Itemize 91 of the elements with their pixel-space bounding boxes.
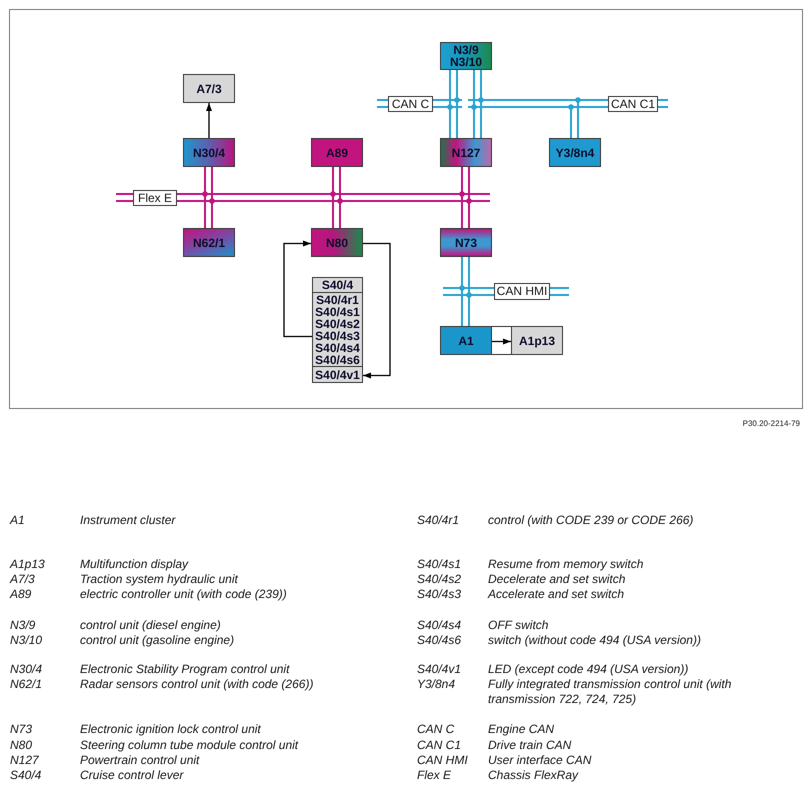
control-unit-box bbox=[311, 138, 363, 167]
description: OFF switch bbox=[488, 618, 548, 633]
description: Drive train CAN bbox=[488, 738, 572, 753]
designation: A1p13 bbox=[10, 557, 45, 572]
description: Chassis FlexRay bbox=[488, 768, 578, 783]
unit-code: A89 bbox=[326, 146, 348, 158]
arrow bbox=[492, 338, 511, 344]
bus-name: CAN HMI bbox=[496, 285, 548, 298]
designation: S40/4v1 bbox=[417, 662, 462, 677]
description: Powertrain control unit bbox=[80, 753, 200, 768]
arrow bbox=[283, 240, 312, 338]
unit-code: S40/4s1 bbox=[315, 306, 360, 318]
bus-name: CAN C1 bbox=[610, 98, 655, 110]
control-unit-box bbox=[183, 228, 235, 257]
unit-code: N3/10 bbox=[450, 56, 482, 68]
unit-code: N62/1 bbox=[192, 236, 226, 248]
control-unit-box bbox=[549, 138, 601, 167]
description: User interface CAN bbox=[488, 753, 592, 768]
bus-label-box bbox=[388, 96, 433, 112]
unit-code: A7/3 bbox=[196, 82, 222, 94]
unit-code: N73 bbox=[454, 236, 477, 248]
designation: S40/4s6 bbox=[417, 633, 462, 648]
bus-label-box bbox=[133, 190, 177, 206]
control-unit-box bbox=[511, 326, 563, 355]
description: Steering column tube module control unit bbox=[80, 738, 298, 753]
description: electric controller unit (with code (239)) bbox=[80, 587, 287, 602]
designation: CAN C1 bbox=[417, 738, 462, 753]
description: Electronic Stability Program control unit bbox=[80, 662, 290, 677]
designation: S40/4r1 bbox=[417, 513, 460, 528]
unit-code: N80 bbox=[326, 236, 348, 248]
control-unit-box bbox=[311, 228, 363, 257]
control-unit-box bbox=[440, 326, 492, 355]
designation: S40/4s4 bbox=[417, 618, 462, 633]
designation: S40/4s1 bbox=[417, 557, 462, 572]
switch-group-box bbox=[312, 277, 363, 383]
designation: N80 bbox=[10, 738, 32, 753]
figure-code: P30.20-2214-79 bbox=[742, 419, 800, 429]
designation: S40/4 bbox=[10, 768, 42, 783]
unit-code: S40/4r1 bbox=[316, 294, 359, 306]
unit-code: S40/4s4 bbox=[315, 342, 360, 354]
description: Engine CAN bbox=[488, 722, 554, 737]
description: control unit (diesel engine) bbox=[80, 618, 221, 633]
designation: S40/4s3 bbox=[417, 587, 462, 602]
designation: N73 bbox=[10, 722, 32, 737]
unit-code: A1p13 bbox=[518, 334, 556, 346]
description: Cruise control lever bbox=[80, 768, 184, 783]
description: control unit (gasoline engine) bbox=[80, 633, 234, 648]
designation: N3/10 bbox=[10, 633, 42, 648]
designation: CAN C bbox=[417, 722, 454, 737]
designation: N3/9 bbox=[10, 618, 36, 633]
designation: Flex E bbox=[417, 768, 452, 783]
control-unit-box bbox=[183, 138, 235, 167]
unit-code: A1 bbox=[458, 334, 474, 346]
designation: N127 bbox=[10, 753, 39, 768]
unit-code: S40/4s2 bbox=[315, 318, 360, 330]
description: Instrument cluster bbox=[80, 513, 176, 528]
designation: A7/3 bbox=[10, 572, 35, 587]
description: control (with CODE 239 or CODE 266) bbox=[488, 513, 694, 528]
unit-code: N30/4 bbox=[192, 146, 226, 158]
designation: A89 bbox=[10, 587, 32, 602]
bus-label-box bbox=[608, 96, 658, 112]
control-unit-box bbox=[183, 74, 235, 103]
designation: A1 bbox=[10, 513, 25, 528]
description: switch (without code 494 (USA version)) bbox=[488, 633, 701, 648]
description: Accelerate and set switch bbox=[488, 587, 624, 602]
unit-code: S40/4s6 bbox=[315, 354, 360, 366]
arrow bbox=[206, 103, 212, 138]
unit-code: Y3/8n4 bbox=[556, 146, 594, 158]
description: Multifunction display bbox=[80, 557, 188, 572]
unit-code: S40/4s3 bbox=[315, 330, 360, 342]
bus-name: CAN C bbox=[392, 98, 430, 110]
unit-code: N3/9 bbox=[453, 44, 479, 56]
arrow bbox=[363, 242, 391, 378]
unit-code: S40/4v1 bbox=[315, 369, 360, 381]
description: Radar sensors control unit (with code (266)) bbox=[80, 677, 314, 692]
bus-name: Flex E bbox=[138, 192, 172, 204]
designation: N30/4 bbox=[10, 662, 42, 677]
description: Decelerate and set switch bbox=[488, 572, 626, 587]
description: Resume from memory switch bbox=[488, 557, 644, 572]
designation: N62/1 bbox=[10, 677, 42, 692]
control-unit-box bbox=[440, 42, 492, 70]
switch-section-box bbox=[312, 292, 363, 366]
description: Fully integrated transmission control unit (with transmission 722, 724, 725) bbox=[488, 677, 732, 707]
designation: S40/4s2 bbox=[417, 572, 462, 587]
unit-code: S40/4 bbox=[320, 278, 354, 292]
description: LED (except code 494 (USA version)) bbox=[488, 662, 688, 677]
description: Traction system hydraulic unit bbox=[80, 572, 238, 587]
control-unit-box bbox=[440, 228, 492, 257]
description: Electronic ignition lock control unit bbox=[80, 722, 261, 737]
designation: CAN HMI bbox=[417, 753, 468, 768]
designation: Y3/8n4 bbox=[417, 677, 456, 692]
